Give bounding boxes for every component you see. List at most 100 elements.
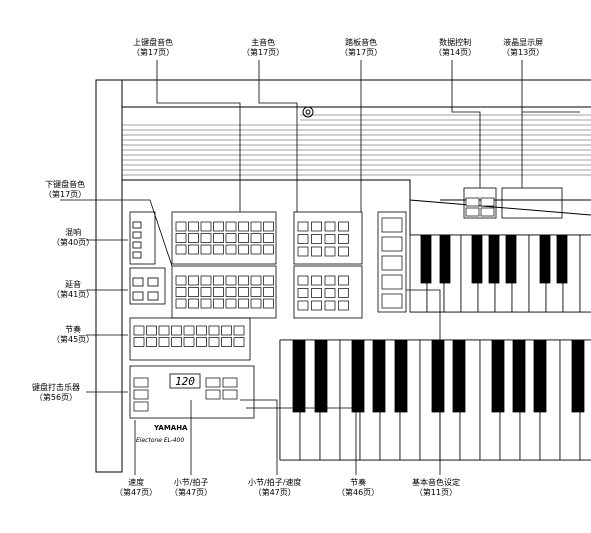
rhythm-button bbox=[146, 325, 157, 336]
lead-voice-button bbox=[324, 221, 336, 232]
label-data-control: 数据控制 （第14页） bbox=[434, 38, 477, 57]
rhythm-button bbox=[233, 337, 245, 347]
lower-voice-button bbox=[238, 275, 249, 286]
upper-voice-button bbox=[238, 221, 249, 232]
data-control-button bbox=[480, 207, 495, 217]
lower-voice-button bbox=[188, 298, 199, 309]
basic-registration-button bbox=[381, 274, 403, 290]
voice-button-grids bbox=[133, 197, 495, 412]
upper-voice-button bbox=[225, 233, 237, 243]
lower-voice-button bbox=[213, 275, 224, 286]
upper-voice-button bbox=[263, 233, 274, 243]
pedal-voice-button bbox=[297, 300, 309, 311]
lead-voice-button bbox=[324, 234, 336, 244]
percussion-button bbox=[133, 389, 149, 400]
upper-voice-button bbox=[250, 244, 262, 255]
pedal-voice-button bbox=[297, 288, 309, 298]
lower-voice-button bbox=[200, 298, 212, 309]
upper-voice-button bbox=[238, 233, 249, 243]
lower-voice-button bbox=[250, 298, 262, 309]
rhythm-button bbox=[158, 337, 170, 347]
lead-voice-button bbox=[297, 221, 309, 232]
lead-voice-button bbox=[338, 246, 349, 257]
label-lcd-display: 液晶显示屏 （第13页） bbox=[502, 38, 545, 57]
lower-voice-button bbox=[250, 275, 262, 286]
rhythm-button bbox=[171, 325, 182, 336]
rhythm-control-button bbox=[205, 389, 221, 400]
upper-voice-button bbox=[213, 233, 224, 243]
lead-voice-button bbox=[297, 234, 309, 244]
lower-voice-button bbox=[250, 287, 262, 297]
lead-voice-button bbox=[338, 221, 349, 232]
label-upper-keyboard-voice: 上键盘音色 （第17页） bbox=[132, 38, 175, 57]
label-lead-voice: 主音色 （第17页） bbox=[242, 38, 285, 57]
lower-voice-button bbox=[213, 287, 224, 297]
upper-voice-button bbox=[200, 221, 212, 232]
upper-voice-button bbox=[175, 233, 187, 243]
upper-voice-button bbox=[250, 221, 262, 232]
label-lower-keyboard-voice: 下键盘音色 （第17页） bbox=[44, 180, 87, 199]
rhythm-button bbox=[221, 337, 232, 347]
lower-keyboard bbox=[279, 339, 591, 461]
label-bar-beat-tempo: 小节/拍子/速度 （第47页） bbox=[248, 478, 302, 497]
pedal-voice-button bbox=[311, 275, 322, 286]
lower-voice-button bbox=[200, 275, 212, 286]
basic-registration-button bbox=[381, 217, 403, 233]
lead-voice-button bbox=[324, 246, 336, 257]
lower-voice-button bbox=[175, 275, 187, 286]
lower-voice-button bbox=[188, 275, 199, 286]
rhythm-control-button bbox=[222, 389, 238, 400]
basic-registration-button bbox=[381, 293, 403, 309]
upper-voice-button bbox=[175, 221, 187, 232]
lower-voice-button bbox=[238, 287, 249, 297]
lower-voice-button bbox=[225, 298, 237, 309]
rhythm-button bbox=[196, 337, 207, 347]
pedal-voice-button bbox=[324, 288, 336, 298]
brand-logo: YAMAHA bbox=[153, 424, 188, 432]
rhythm-button bbox=[133, 325, 145, 336]
leader-lines bbox=[60, 60, 580, 475]
model-name: Electone EL-400 bbox=[136, 437, 184, 444]
basic-registration-button bbox=[381, 255, 403, 271]
upper-voice-button bbox=[225, 221, 237, 232]
label-rhythm: 节奏 （第45页） bbox=[52, 325, 95, 344]
lower-voice-button bbox=[263, 298, 274, 309]
label-rhythm-bottom: 节奏 （第46页） bbox=[337, 478, 380, 497]
instrument-outline bbox=[95, 79, 591, 473]
pedal-voice-button bbox=[311, 300, 322, 311]
tempo-display: 120 bbox=[175, 375, 195, 388]
percussion-button bbox=[133, 401, 149, 412]
pedal-voice-button bbox=[324, 275, 336, 286]
upper-voice-button bbox=[213, 244, 224, 255]
lower-voice-button bbox=[188, 287, 199, 297]
lower-voice-button bbox=[263, 275, 274, 286]
lower-voice-button bbox=[175, 298, 187, 309]
upper-voice-button bbox=[263, 244, 274, 255]
upper-voice-button bbox=[175, 244, 187, 255]
pedal-voice-button bbox=[324, 300, 336, 311]
basic-registration-button bbox=[381, 236, 403, 252]
upper-voice-button bbox=[188, 244, 199, 255]
upper-voice-button bbox=[238, 244, 249, 255]
rhythm-button bbox=[208, 337, 220, 347]
rhythm-button bbox=[183, 337, 195, 347]
data-control-button bbox=[465, 197, 480, 207]
upper-keyboard bbox=[409, 234, 591, 313]
lead-voice-button bbox=[311, 234, 322, 244]
rhythm-control-button bbox=[205, 377, 221, 388]
lower-voice-button bbox=[238, 298, 249, 309]
rhythm-button bbox=[133, 337, 145, 347]
upper-voice-button bbox=[225, 244, 237, 255]
upper-voice-button bbox=[188, 233, 199, 243]
data-control-button bbox=[465, 207, 480, 217]
tempo-lcd bbox=[169, 373, 201, 389]
lower-voice-button bbox=[225, 275, 237, 286]
percussion-button bbox=[133, 377, 149, 388]
rhythm-button bbox=[221, 325, 232, 336]
upper-voice-button bbox=[200, 233, 212, 243]
rhythm-button bbox=[183, 325, 195, 336]
data-control-button bbox=[480, 197, 495, 207]
label-sustain: 延音 （第41页） bbox=[52, 280, 95, 299]
upper-voice-button bbox=[213, 221, 224, 232]
lead-voice-button bbox=[297, 246, 309, 257]
